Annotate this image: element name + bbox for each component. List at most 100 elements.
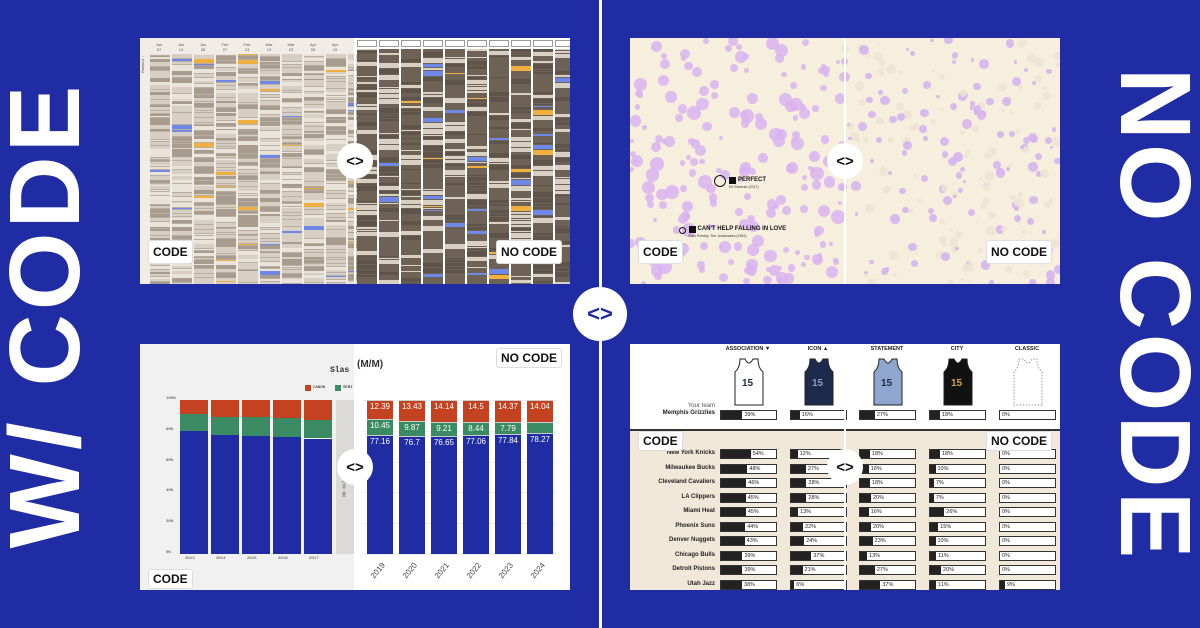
song-bubble[interactable] [976, 110, 987, 120]
song-bubble[interactable] [819, 241, 827, 248]
song-bubble[interactable] [680, 184, 688, 192]
song-bubble[interactable] [686, 155, 692, 161]
song-bubble[interactable] [718, 244, 723, 249]
song-bubble[interactable] [868, 259, 874, 265]
song-bubble[interactable] [970, 101, 975, 106]
song-bubble[interactable] [829, 242, 834, 247]
song-bubble[interactable] [941, 185, 948, 192]
song-bubble[interactable] [966, 280, 970, 284]
song-bubble[interactable] [913, 173, 917, 178]
song-bubble[interactable] [630, 115, 641, 127]
song-bubble[interactable] [1051, 127, 1057, 132]
song-bubble[interactable] [792, 115, 799, 121]
song-bubble[interactable] [1022, 271, 1030, 279]
column-header[interactable]: CLASSIC [1014, 346, 1040, 352]
song-bubble[interactable] [1050, 145, 1054, 150]
song-bubble[interactable] [791, 130, 800, 139]
song-bubble[interactable] [735, 43, 742, 50]
song-bubble[interactable] [1014, 205, 1020, 211]
song-bubble[interactable] [738, 176, 744, 182]
song-bubble[interactable] [983, 182, 992, 191]
play-icon[interactable] [729, 177, 736, 184]
song-bubble[interactable] [931, 68, 936, 73]
song-bubble[interactable] [640, 281, 646, 284]
song-bubble[interactable] [787, 162, 799, 174]
song-bubble[interactable] [901, 150, 908, 156]
song-bubble[interactable] [630, 166, 635, 173]
song-bubble[interactable] [859, 44, 869, 55]
song-bubble[interactable] [908, 207, 915, 214]
song-bubble[interactable] [728, 38, 738, 46]
song-bubble[interactable] [745, 258, 758, 271]
bar-segment-other[interactable] [463, 435, 489, 554]
song-bubble[interactable] [889, 115, 897, 124]
song-bubble[interactable] [893, 273, 898, 278]
song-bubble[interactable] [863, 137, 870, 144]
bar-segment-canon[interactable] [495, 400, 521, 423]
song-bubble[interactable] [992, 160, 1002, 170]
code-brackets-icon[interactable]: <> [337, 143, 373, 179]
song-bubble[interactable] [941, 241, 948, 247]
song-bubble[interactable] [656, 189, 668, 201]
song-bubble[interactable] [754, 117, 768, 131]
song-bubble[interactable] [952, 194, 956, 199]
song-bubble[interactable] [920, 108, 929, 118]
song-bubble[interactable] [677, 242, 689, 255]
song-bubble[interactable] [1026, 53, 1036, 63]
highlighted-song-bubble[interactable] [678, 226, 686, 234]
song-bubble[interactable] [943, 38, 953, 45]
song-bubble[interactable] [1050, 238, 1060, 249]
song-bubble[interactable] [1008, 162, 1013, 168]
song-bubble[interactable] [908, 242, 917, 252]
bar-segment-semi[interactable] [399, 420, 425, 436]
song-bubble[interactable] [1016, 191, 1023, 198]
song-bubble[interactable] [688, 138, 695, 146]
song-bubble[interactable] [1053, 52, 1060, 60]
song-bubble[interactable] [742, 52, 750, 60]
song-bubble[interactable] [901, 88, 908, 95]
song-bubble[interactable] [966, 149, 972, 155]
song-bubble[interactable] [754, 112, 763, 121]
song-bubble[interactable] [979, 177, 983, 181]
song-bubble[interactable] [1005, 39, 1015, 48]
song-bubble[interactable] [690, 139, 701, 150]
song-bubble[interactable] [947, 279, 954, 284]
song-bubble[interactable] [820, 84, 827, 92]
play-icon[interactable] [688, 226, 696, 233]
song-bubble[interactable] [645, 167, 660, 182]
song-bubble[interactable] [711, 91, 719, 100]
song-bubble[interactable] [1000, 226, 1007, 232]
song-bubble[interactable] [706, 224, 712, 230]
song-bubble[interactable] [915, 251, 919, 255]
bar-segment-semi[interactable] [431, 421, 457, 436]
song-bubble[interactable] [630, 139, 635, 144]
song-bubble[interactable] [940, 136, 950, 146]
song-bubble[interactable] [698, 267, 705, 273]
song-bubble[interactable] [1013, 214, 1021, 222]
song-bubble[interactable] [927, 207, 935, 214]
bar-segment-canon[interactable] [431, 400, 457, 422]
song-bubble[interactable] [878, 90, 883, 95]
song-bubble[interactable] [1021, 146, 1029, 154]
song-bubble[interactable] [1033, 102, 1042, 110]
code-brackets-icon[interactable]: <> [573, 287, 627, 341]
song-bubble[interactable] [657, 74, 670, 87]
song-bubble[interactable] [630, 239, 635, 248]
song-bubble[interactable] [998, 82, 1008, 92]
column-header[interactable]: ASSOCIATION ▼ [725, 346, 771, 352]
song-bubble[interactable] [782, 206, 791, 215]
song-bubble[interactable] [630, 150, 636, 157]
song-bubble[interactable] [959, 166, 965, 173]
song-bubble[interactable] [866, 96, 873, 103]
song-bubble[interactable] [866, 277, 877, 284]
song-bubble[interactable] [1014, 198, 1024, 208]
song-bubble[interactable] [930, 38, 934, 43]
song-bubble[interactable] [1042, 92, 1051, 101]
song-bubble[interactable] [747, 215, 756, 224]
song-bubble[interactable] [695, 97, 709, 111]
song-bubble[interactable] [973, 82, 981, 90]
song-bubble[interactable] [951, 52, 959, 59]
song-bubble[interactable] [675, 113, 684, 122]
song-bubble[interactable] [980, 260, 990, 270]
song-bubble[interactable] [878, 43, 882, 47]
